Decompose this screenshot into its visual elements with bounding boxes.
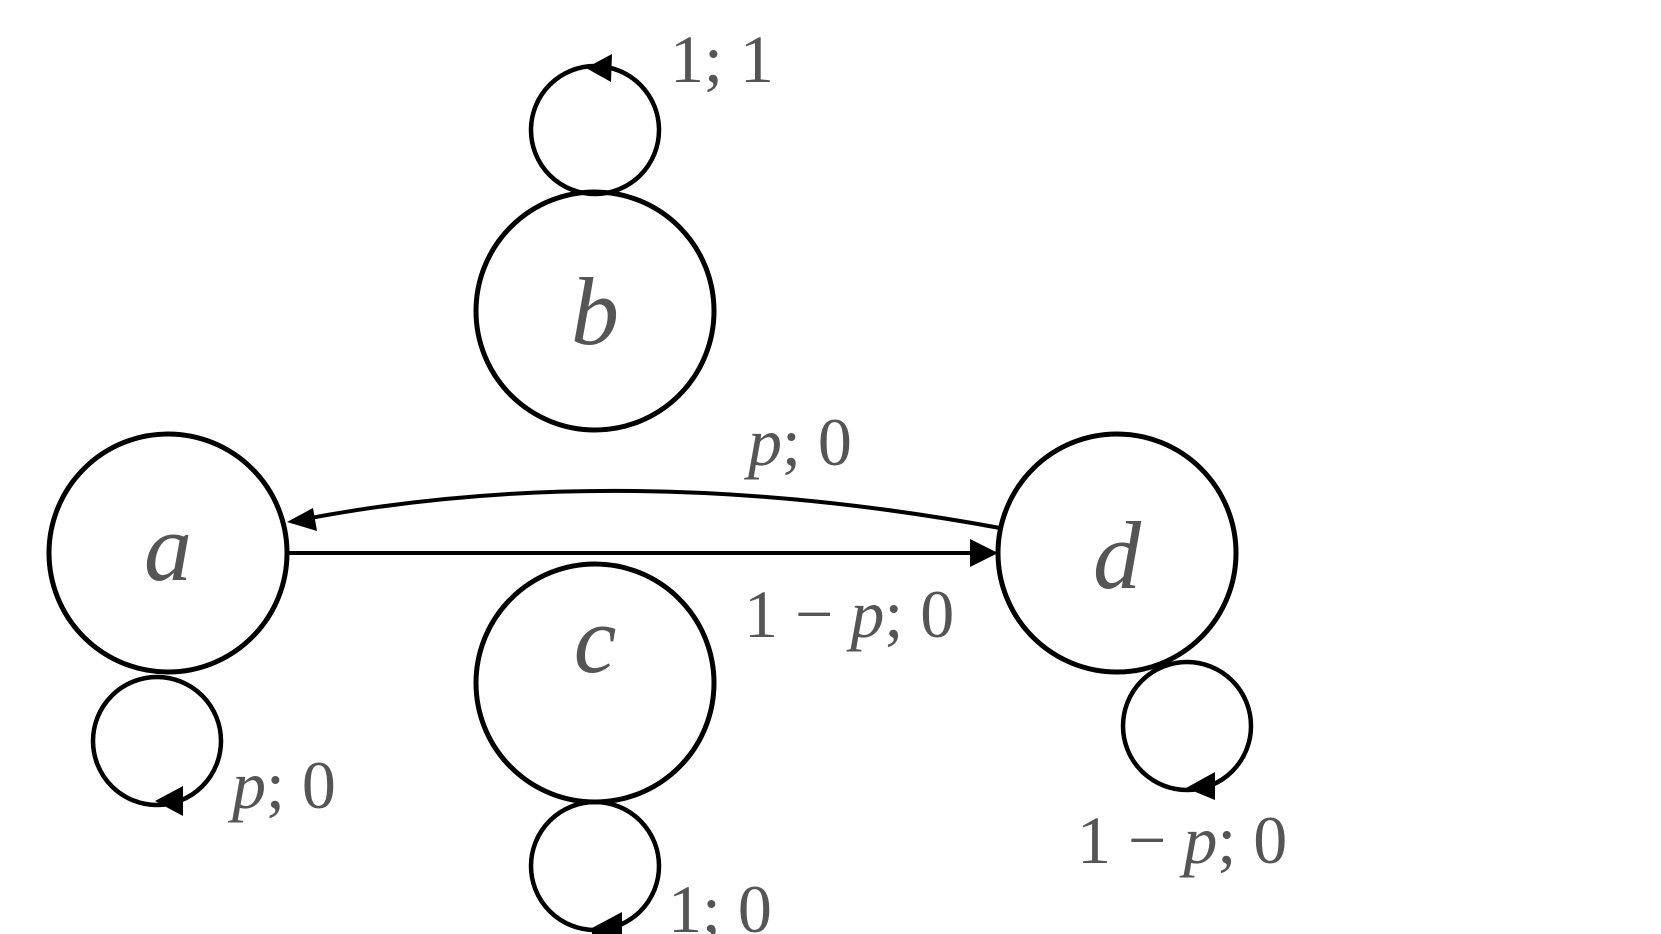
edge-d-self: 1 − p; 0 [1077, 659, 1287, 878]
node-a-label: a [144, 494, 192, 601]
edge-c-self-label: 1; 0 [668, 871, 772, 934]
edge-b-self-arrowhead [586, 54, 612, 82]
edge-b-self-label: 1; 1 [670, 21, 774, 97]
edge-d-to-a-label: p; 0 [744, 404, 852, 480]
node-d-label: d [1093, 502, 1142, 609]
edge-a-self-arrowhead [155, 786, 183, 816]
node-d: d [995, 431, 1239, 675]
node-b-label: b [571, 258, 619, 365]
edge-a-self-loop [90, 674, 224, 808]
edge-b-self: 1; 1 [528, 21, 774, 197]
edge-b-self-loop [528, 63, 662, 197]
edge-c-self-loop [528, 799, 662, 933]
edge-c-self-arrowhead [592, 912, 622, 934]
edge-a-self: p; 0 [90, 674, 336, 823]
edge-a-to-d: 1 − p; 0 [287, 539, 998, 652]
edge-d-self-arrowhead [1186, 772, 1215, 800]
edge-d-self-label: 1 − p; 0 [1077, 802, 1287, 878]
node-c: c [473, 561, 717, 805]
node-c-label: c [574, 586, 617, 693]
node-b: b [473, 189, 717, 433]
edge-c-self: 1; 0 [528, 799, 772, 934]
edge-d-to-a: p; 0 [287, 404, 1001, 531]
edge-d-to-a-arrowhead [287, 508, 317, 531]
edge-a-self-label: p; 0 [228, 747, 336, 823]
edge-d-to-a-line [299, 488, 1001, 530]
edge-d-self-loop [1120, 659, 1254, 793]
edge-a-to-d-arrowhead [970, 539, 998, 567]
edge-a-to-d-label: 1 − p; 0 [744, 576, 954, 652]
node-a: a [46, 431, 290, 675]
